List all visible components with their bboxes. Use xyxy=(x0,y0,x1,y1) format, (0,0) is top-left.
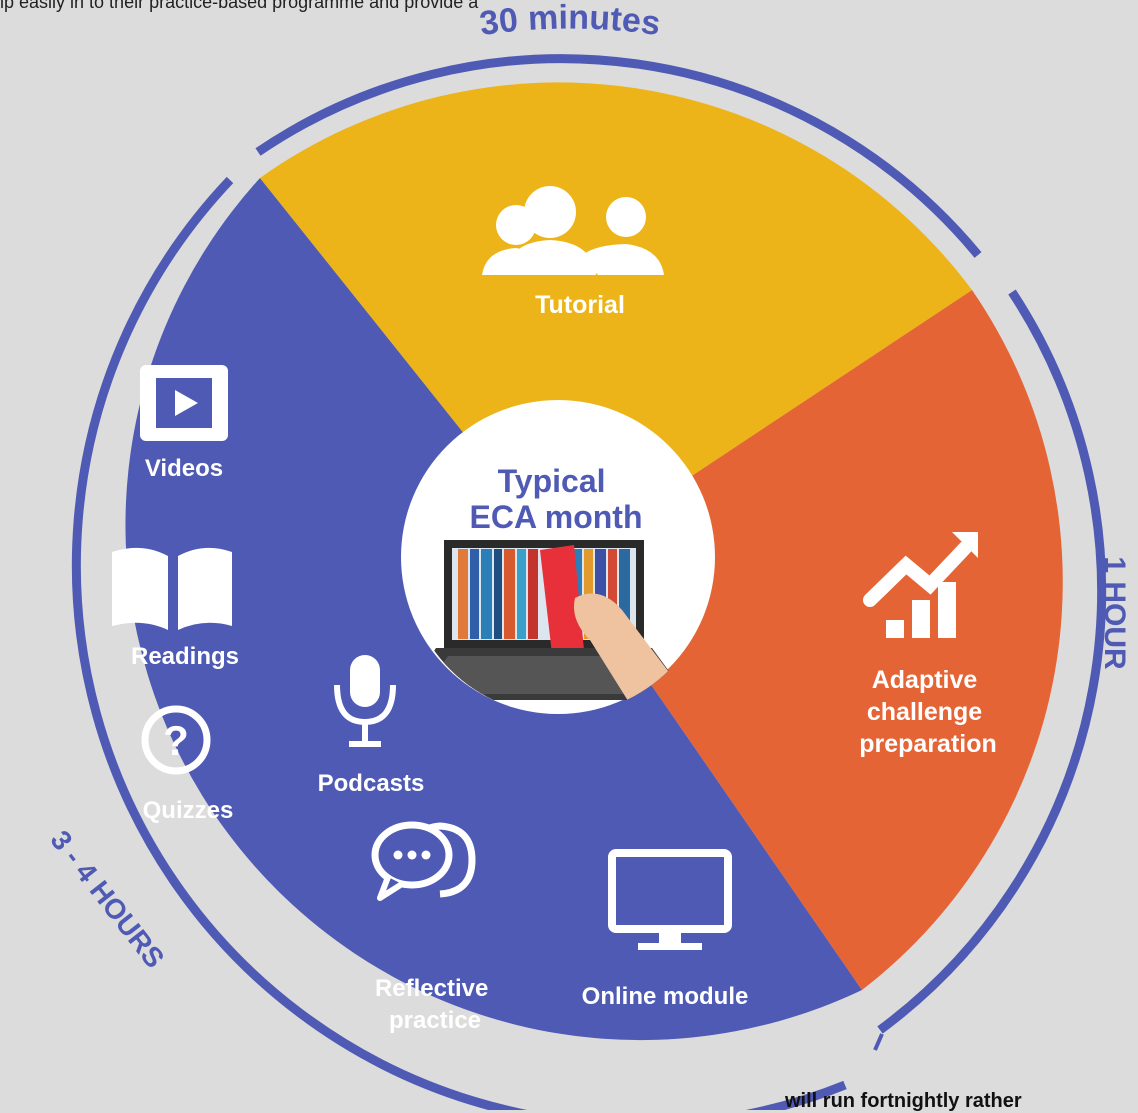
adaptive-label: Adaptive challenge preparation xyxy=(859,666,997,758)
svg-text:?: ? xyxy=(163,717,189,764)
quizzes-label: Quizzes xyxy=(143,797,234,824)
ring-arc-right xyxy=(877,289,1106,1034)
online-module-label: Online module xyxy=(582,983,749,1010)
reflective-practice-label: Reflective practice xyxy=(375,975,495,1034)
bottom-caption: will run fortnightly rather xyxy=(785,1090,1022,1112)
duration-right: 1 HOUR xyxy=(1098,556,1131,670)
growth-chart-icon xyxy=(863,532,978,638)
microphone-icon xyxy=(334,655,396,747)
segment-adaptive xyxy=(565,290,1063,990)
segment-tutorial xyxy=(260,82,972,561)
videos-label: Videos xyxy=(145,455,223,482)
monitor-icon xyxy=(608,849,732,950)
ring-tick xyxy=(873,1033,884,1051)
ring-arc-top xyxy=(255,54,982,258)
ring-arc-left xyxy=(71,176,847,1110)
tutorial-label: Tutorial xyxy=(535,291,625,319)
top-caption: ip easily in to their practice-based pro… xyxy=(0,0,479,12)
readings-label: Readings xyxy=(131,643,239,670)
open-book-icon xyxy=(112,547,232,630)
center-title: Typical ECA month xyxy=(469,463,642,535)
chat-bubbles-icon xyxy=(371,821,476,901)
people-group-icon xyxy=(482,186,664,275)
podcasts-label: Podcasts xyxy=(318,770,425,797)
question-circle-icon: ? xyxy=(141,705,211,775)
duration-top: 30 minutes xyxy=(477,0,662,43)
video-icon xyxy=(140,365,228,441)
